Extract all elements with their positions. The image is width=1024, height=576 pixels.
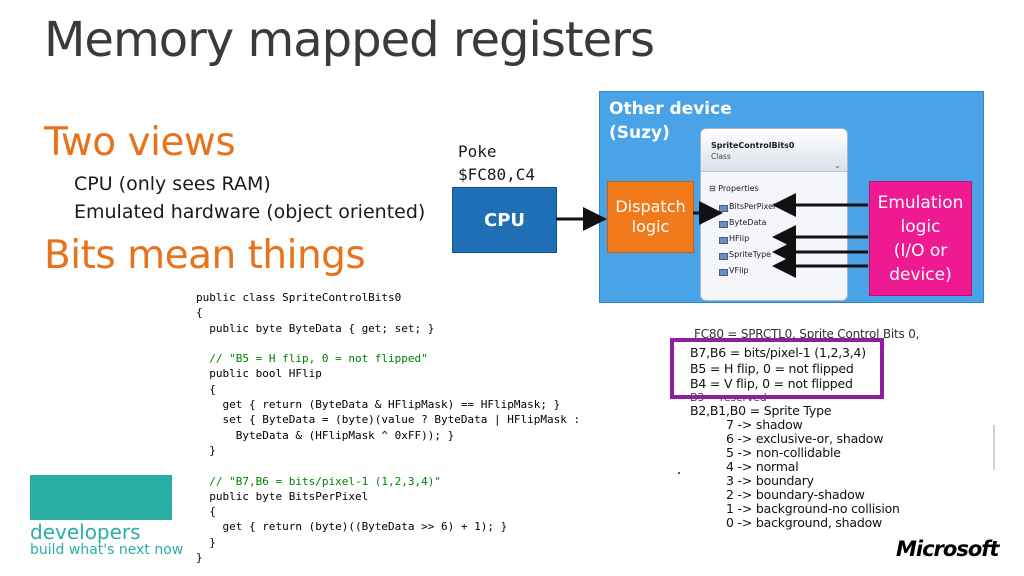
code-line: get { return (byte)((ByteData >> 6) + 1)…	[196, 520, 508, 534]
microsoft-logo: Microsoft	[896, 537, 999, 561]
code-line: }	[196, 535, 216, 549]
code-line: public byte BitsPerPixel	[196, 489, 369, 503]
property-icon	[719, 237, 728, 244]
poke-command: Poke $FC80,C4	[458, 140, 535, 186]
scan-dot	[678, 472, 680, 474]
register-doc-line: 0 -> background, shadow	[726, 515, 883, 530]
developers-tagline: build what's next now	[30, 542, 184, 558]
emulation-label-line-2: logic	[900, 216, 941, 237]
register-doc-line: B7,B6 = bits/pixel-1 (1,2,3,4)	[690, 345, 866, 360]
code-line: public class SpriteControlBits0	[196, 291, 402, 304]
property-item: SpriteType	[729, 250, 772, 259]
register-doc-line: 1 -> background-no collision	[726, 501, 900, 516]
emulation-label-line-4: device)	[889, 264, 952, 285]
cpu-label: CPU	[483, 209, 526, 231]
dispatch-label-line-1: Dispatch	[615, 197, 686, 216]
bullet-cpu: CPU (only sees RAM)	[74, 173, 271, 195]
properties-section: ⊟ Properties	[709, 184, 759, 193]
property-item: HFlip	[729, 234, 750, 243]
code-comment-line: // "B7,B6 = bits/pixel-1 (1,2,3,4)"	[196, 474, 442, 488]
other-device-label-line-2: (Suzy)	[609, 123, 670, 143]
highlight-box	[670, 338, 884, 399]
other-device-label: Other device (Suzy)	[609, 97, 732, 145]
other-device-label-line-1: Other device	[609, 99, 732, 119]
property-item: BitsPerPixel	[729, 202, 776, 211]
register-doc-line: B2,B1,B0 = Sprite Type	[690, 403, 832, 418]
developers-logo-tile	[30, 475, 172, 520]
scan-edge	[993, 425, 995, 470]
code-line: get { return (ByteData & HFlipMask) == H…	[196, 398, 561, 412]
register-doc-line: 5 -> non-collidable	[726, 445, 841, 460]
property-icon	[719, 253, 728, 260]
heading-bits-mean-things: Bits mean things	[44, 233, 366, 278]
class-name: SpriteControlBits0	[711, 141, 795, 150]
bullet-emulated: Emulated hardware (object oriented)	[74, 201, 426, 223]
code-line: public byte ByteData { get; set; }	[196, 321, 435, 335]
emulation-label-line-1: Emulation	[877, 192, 964, 213]
class-kind: Class	[711, 152, 731, 161]
property-icon	[719, 269, 728, 276]
code-line: }	[196, 551, 203, 565]
emulation-label-line-3: (I/O or	[893, 240, 948, 261]
cpu-box: CPU	[452, 187, 557, 253]
register-doc-line: B4 = V flip, 0 = not flipped	[690, 376, 853, 391]
heading-two-views: Two views	[44, 120, 236, 165]
code-line: {	[196, 505, 216, 519]
poke-line-1: Poke	[458, 142, 497, 161]
collapse-icon: ⌄	[834, 161, 841, 170]
property-item: VFlip	[729, 266, 749, 275]
class-header	[701, 129, 847, 172]
register-doc-line: FC80 = SPRCTL0, Sprite Control Bits 0,	[694, 327, 920, 341]
register-doc-line: 4 -> normal	[726, 459, 799, 474]
dispatch-label-line-2: logic	[631, 217, 670, 236]
code-line: ByteData & (HFlipMask ^ 0xFF)); }	[196, 428, 455, 442]
poke-line-2: $FC80,C4	[458, 165, 536, 184]
code-line: {	[196, 382, 216, 396]
code-line: {	[196, 306, 203, 320]
register-doc-line: 6 -> exclusive-or, shadow	[726, 431, 884, 446]
code-comment-line: // "B5 = H flip, 0 = not flipped"	[196, 352, 428, 366]
emulation-logic-box: Emulation logic (I/O or device)	[869, 181, 972, 296]
code-block: public class SpriteControlBits0 { public…	[196, 290, 580, 565]
register-doc-line: B5 = H flip, 0 = not flipped	[690, 361, 854, 376]
register-doc-line: 2 -> boundary-shadow	[726, 487, 865, 502]
register-doc-line: 3 -> boundary	[726, 473, 814, 488]
minus-icon: ⊟	[709, 184, 716, 193]
code-line: set { ByteData = (byte)(value ? ByteData…	[196, 413, 581, 427]
properties-label: Properties	[718, 184, 759, 193]
property-item: ByteData	[729, 218, 767, 227]
code-line: }	[196, 443, 216, 457]
register-doc-line: 7 -> shadow	[726, 417, 803, 432]
dispatch-logic-box: Dispatch logic	[607, 181, 694, 253]
developers-wordmark: developers	[30, 520, 141, 544]
slide-title: Memory mapped registers	[44, 12, 655, 68]
code-line: public bool HFlip	[196, 367, 322, 381]
register-doc-scan: FC80 = SPRCTL0, Sprite Control Bits 0, B…	[670, 320, 992, 530]
